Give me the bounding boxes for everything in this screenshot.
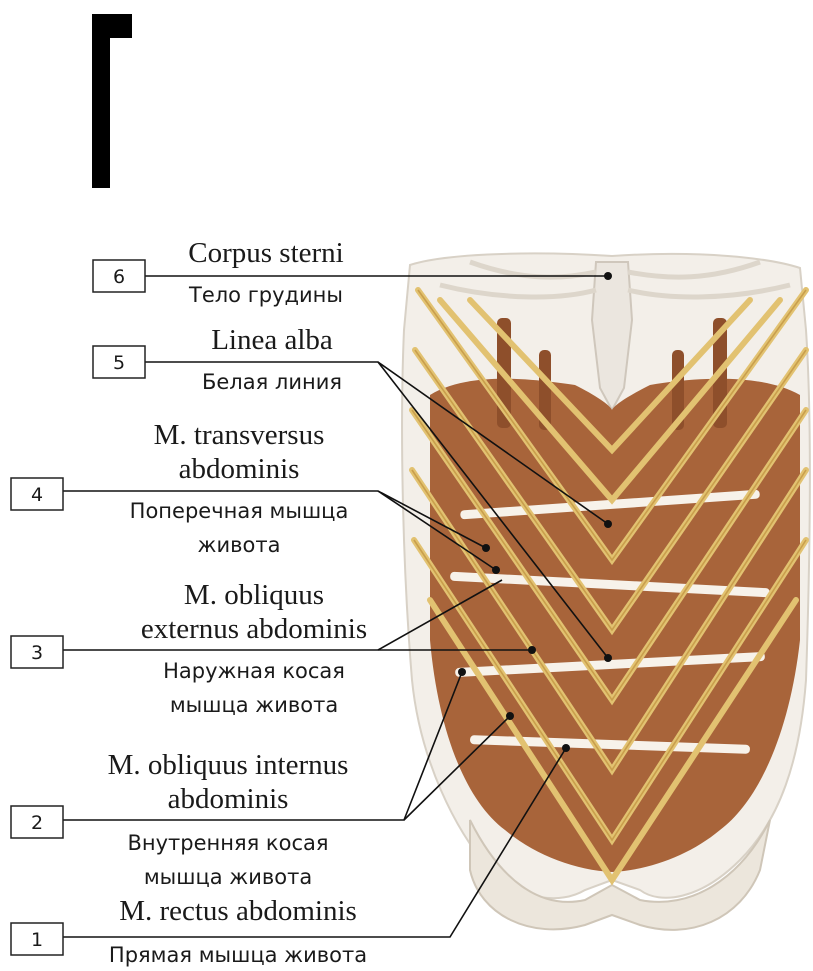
pointer-dot	[604, 654, 612, 662]
latin-name: M. obliquus internus	[108, 749, 349, 781]
pointer-dot	[506, 712, 514, 720]
pointer-dot	[482, 544, 490, 552]
russian-name: Белая линия	[202, 370, 342, 394]
latin-name: Corpus sterni	[188, 237, 343, 269]
russian-name: живота	[198, 533, 281, 557]
russian-name: Поперечная мышца	[130, 499, 349, 523]
pointer-dot	[604, 520, 612, 528]
russian-name: мышца живота	[144, 865, 312, 889]
russian-name: Прямая мышца живота	[109, 943, 367, 967]
pointer-dot	[492, 566, 500, 574]
latin-name: abdominis	[168, 783, 289, 815]
label-number: 5	[113, 352, 125, 374]
latin-name: M. rectus abdominis	[119, 895, 357, 927]
russian-name: Наружная косая	[163, 659, 345, 683]
label-number: 6	[113, 266, 125, 288]
torso-illustration	[402, 253, 810, 929]
figure-letter	[92, 14, 132, 188]
latin-name: M. transversus	[154, 419, 325, 451]
latin-name: abdominis	[179, 453, 300, 485]
latin-name: externus abdominis	[141, 613, 367, 645]
pointer-dot	[562, 744, 570, 752]
label-number: 4	[31, 484, 43, 506]
russian-name: мышца живота	[170, 693, 338, 717]
pointer-dot	[528, 646, 536, 654]
russian-name: Тело грудины	[188, 283, 343, 307]
label-number: 1	[31, 929, 43, 951]
label-number: 2	[31, 812, 43, 834]
latin-name: Linea alba	[211, 324, 333, 356]
pointer-dot	[604, 272, 612, 280]
latin-name: M. obliquus	[184, 579, 324, 611]
pointer-dot	[458, 668, 466, 676]
russian-name: Внутренняя косая	[127, 831, 328, 855]
label-number: 3	[31, 642, 43, 664]
